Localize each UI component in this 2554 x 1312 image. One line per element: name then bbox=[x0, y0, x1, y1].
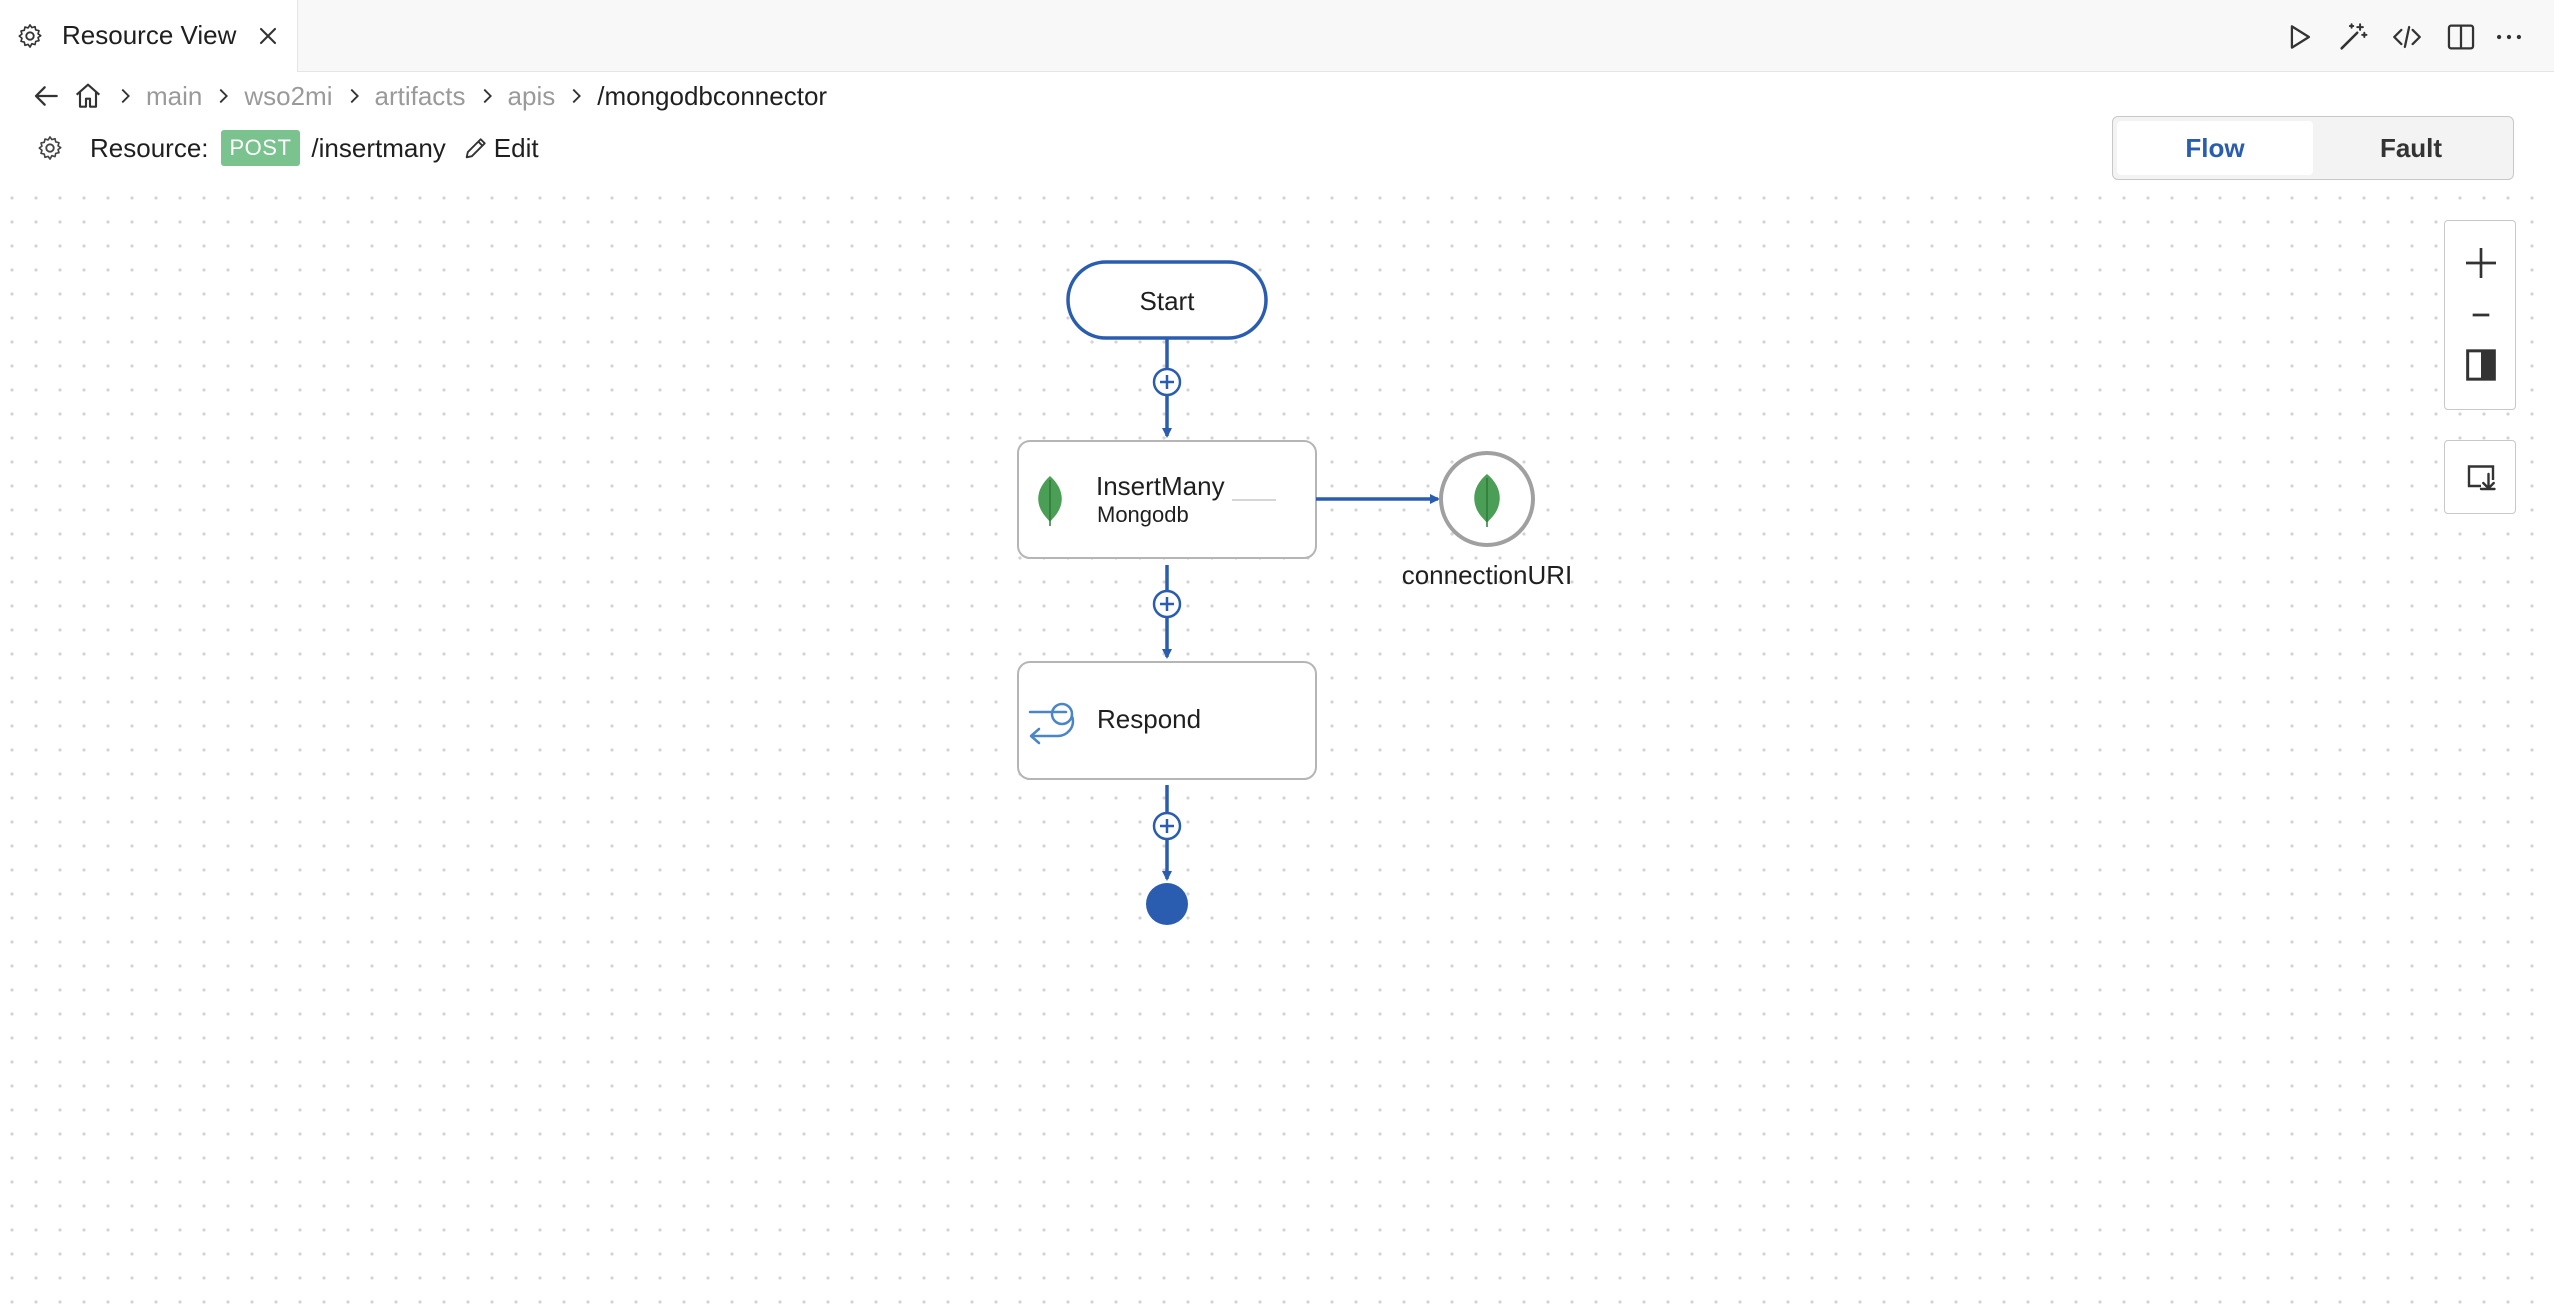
gear-icon bbox=[18, 24, 42, 48]
more-icon[interactable] bbox=[2492, 20, 2526, 54]
flow-diagram: Start InsertMany Mongodb bbox=[1017, 260, 1573, 925]
magic-wand-icon[interactable] bbox=[2336, 20, 2370, 54]
resource-label: Resource: bbox=[90, 132, 209, 163]
respond-label: Respond bbox=[1097, 704, 1201, 734]
connection-node[interactable]: connectionURI bbox=[1402, 451, 1573, 590]
tab-title: Resource View bbox=[62, 20, 237, 50]
mongodb-leaf-icon bbox=[1474, 474, 1500, 527]
method-badge: POST bbox=[220, 130, 301, 166]
respond-icon bbox=[1028, 702, 1075, 745]
minus-icon[interactable] bbox=[2461, 295, 2501, 335]
mongodb-leaf-icon bbox=[1038, 476, 1062, 526]
start-node[interactable]: Start bbox=[1066, 260, 1268, 340]
download-image-icon bbox=[2467, 465, 2496, 491]
back-arrow-icon[interactable] bbox=[30, 80, 62, 112]
close-icon[interactable] bbox=[254, 22, 282, 50]
start-label: Start bbox=[1140, 286, 1196, 316]
view-toggle: Flow Fault bbox=[2112, 116, 2514, 180]
home-icon[interactable] bbox=[72, 80, 104, 112]
pencil-icon bbox=[465, 138, 486, 159]
add-step-button[interactable] bbox=[1152, 589, 1182, 619]
code-icon[interactable] bbox=[2390, 20, 2424, 54]
insertmany-title: InsertMany bbox=[1096, 471, 1225, 501]
play-icon[interactable] bbox=[2282, 20, 2316, 54]
chevron-right-icon bbox=[219, 88, 229, 104]
chevron-right-icon bbox=[350, 88, 359, 104]
insertmany-subtitle: Mongodb bbox=[1097, 502, 1189, 527]
breadcrumb-item-apis[interactable]: apis bbox=[507, 80, 556, 111]
connection-label: connectionURI bbox=[1402, 560, 1573, 590]
chevron-right-icon bbox=[572, 88, 582, 104]
respond-node[interactable]: Respond bbox=[1017, 661, 1317, 780]
resource-header: Resource: POST /insertmany Edit bbox=[36, 124, 539, 172]
chevron-right-icon bbox=[483, 88, 492, 104]
editor-tab-bar: Resource View bbox=[0, 0, 2554, 72]
breadcrumb-item-artifacts[interactable]: artifacts bbox=[374, 80, 466, 111]
split-editor-icon[interactable] bbox=[2444, 20, 2478, 54]
tab-fault[interactable]: Fault bbox=[2379, 132, 2443, 163]
gear-icon bbox=[38, 136, 62, 160]
end-node bbox=[1146, 883, 1188, 925]
export-image-button[interactable] bbox=[2444, 440, 2516, 514]
tab-resource-view[interactable]: Resource View bbox=[0, 0, 298, 72]
add-step-button[interactable] bbox=[1152, 367, 1182, 397]
zoom-controls bbox=[2444, 220, 2516, 410]
breadcrumb-current: /mongodbconnector bbox=[597, 80, 828, 111]
add-step-button[interactable] bbox=[1152, 811, 1182, 841]
breadcrumb-item-main[interactable]: main bbox=[146, 80, 203, 111]
fit-view-icon[interactable] bbox=[2461, 345, 2501, 385]
breadcrumb: main wso2mi artifacts apis /mongodbconne… bbox=[30, 76, 827, 116]
plus-icon[interactable] bbox=[2461, 243, 2501, 283]
tab-flow[interactable]: Flow bbox=[2117, 121, 2313, 175]
chevron-right-icon bbox=[121, 88, 130, 104]
edit-button[interactable]: Edit bbox=[462, 133, 539, 164]
breadcrumb-item-wso2mi[interactable]: wso2mi bbox=[244, 80, 333, 111]
insertmany-node[interactable]: InsertMany Mongodb bbox=[1017, 440, 1317, 559]
resource-path: /insertmany bbox=[311, 132, 446, 163]
diagram-canvas[interactable]: Start InsertMany Mongodb bbox=[0, 186, 2554, 1312]
edit-label: Edit bbox=[493, 132, 539, 163]
